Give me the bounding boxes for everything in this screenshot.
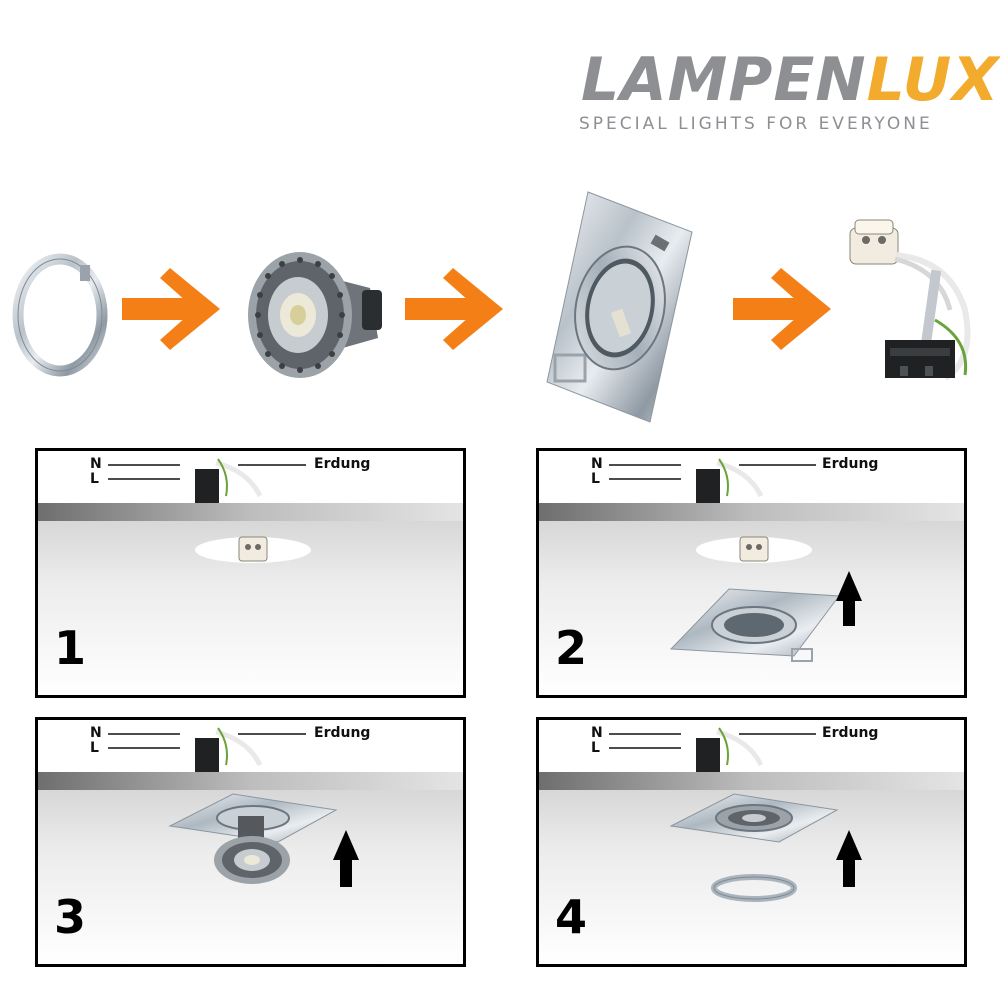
earth-label: Erdung: [822, 725, 879, 741]
step-panel-3: N L Erdung 3: [35, 717, 466, 967]
component-sequence: [0, 160, 1000, 440]
live-label: L: [591, 740, 600, 756]
earth-label: Erdung: [314, 456, 371, 472]
neutral-label: N: [591, 725, 603, 741]
arrow-right-icon: [405, 268, 503, 350]
up-arrow-icon: [836, 571, 862, 626]
step-panel-2: N L Erdung 2: [536, 448, 967, 698]
earth-label: Erdung: [314, 725, 371, 741]
led-bulb-image: [248, 252, 382, 378]
arrow-right-icon: [122, 268, 220, 350]
live-label: L: [90, 740, 99, 756]
brand-logo: LAMPENLUX SPECIAL LIGHTS FOR EVERYONE: [575, 42, 999, 142]
live-label: L: [90, 471, 99, 487]
earth-label: Erdung: [822, 456, 879, 472]
step-panel-4: N L Erdung 4: [536, 717, 967, 967]
brand-wordmark: LAMPENLUX: [581, 42, 1000, 118]
neutral-label: N: [90, 456, 102, 472]
brand-name-part2: LUX: [866, 45, 1000, 115]
up-arrow-icon: [333, 830, 359, 887]
step-number: 4: [555, 890, 588, 944]
up-arrow-icon: [836, 830, 862, 887]
step-number: 1: [54, 621, 87, 675]
neutral-label: N: [90, 725, 102, 741]
gu10-socket-image: [849, 219, 971, 381]
step-panel-1: N L Erdung 1: [35, 448, 466, 698]
live-label: L: [591, 471, 600, 487]
neutral-label: N: [591, 456, 603, 472]
step-number: 2: [555, 621, 588, 675]
step-number: 3: [54, 890, 87, 944]
arrow-right-icon: [733, 268, 831, 350]
brand-tagline: SPECIAL LIGHTS FOR EVERYONE: [579, 114, 933, 134]
square-frame-image: [546, 191, 693, 423]
brand-name-part1: LAMPEN: [581, 45, 867, 115]
retaining-ring-image: [12, 253, 108, 377]
